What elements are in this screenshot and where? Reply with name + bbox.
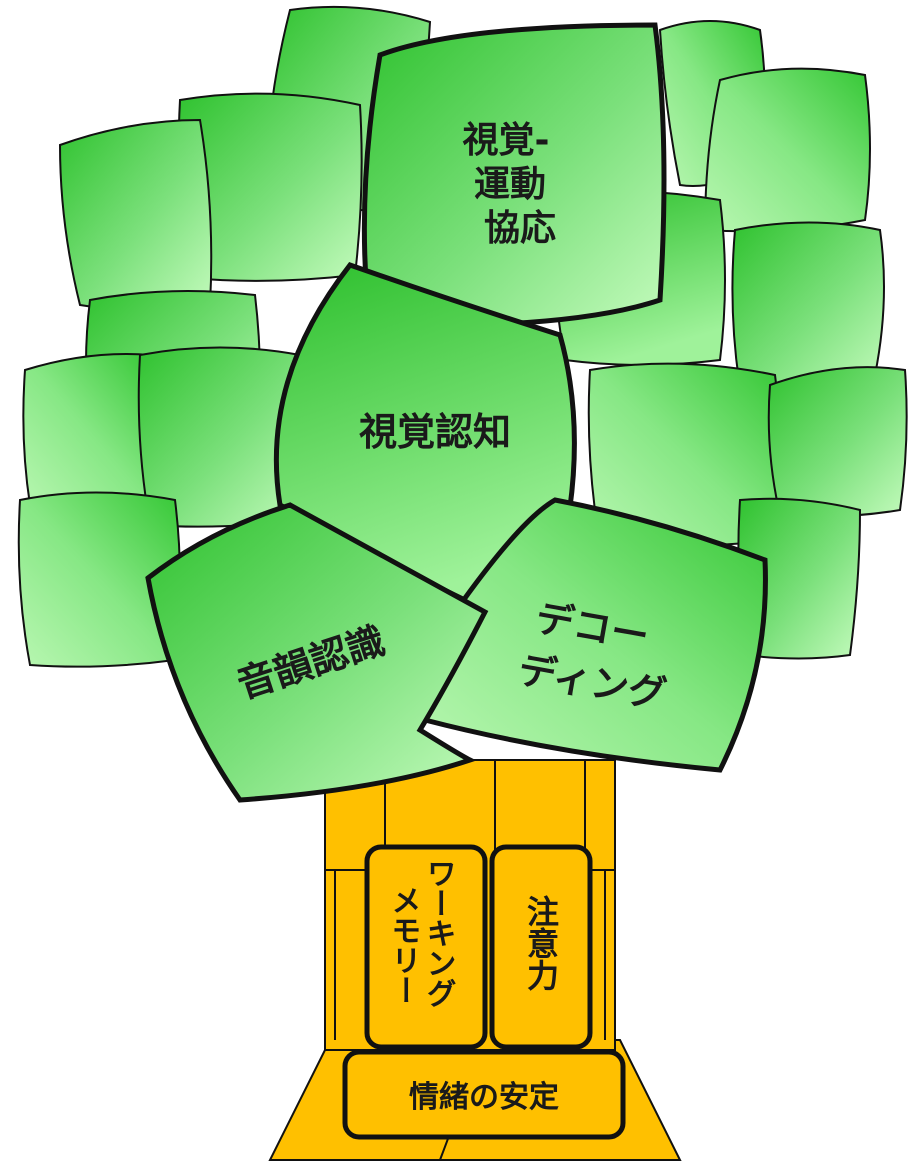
bg-leaf (22, 353, 156, 511)
visual-cognition-label: 視覚認知 (359, 410, 511, 454)
working-memory-line-1: ワーキング (421, 858, 456, 1008)
emotional-stability-label: 情緒の安定 (409, 1080, 559, 1115)
emotional-stability-block: 情緒の安定 (342, 1049, 626, 1140)
bg-leaf (731, 221, 885, 390)
bg-leaf (58, 118, 213, 311)
attention-block: 注意力 (489, 844, 593, 1050)
leaf-visual-cognition: 視覚認知 (273, 262, 577, 619)
working-memory-block: ワーキング メモリー (364, 844, 488, 1050)
visual-motor-line-3: 協応 (484, 208, 556, 249)
leaf-phonological: 音韻認識 (145, 502, 489, 803)
background-leaves (17, 5, 908, 668)
visual-motor-line-1: 視覚- (463, 120, 550, 161)
attention-label: 注意力 (522, 895, 560, 992)
working-memory-line-2: メモリー (386, 885, 421, 1005)
leaf-visual-motor: 視覚- 運動 協応 (361, 22, 667, 329)
bg-leaf (767, 366, 908, 518)
leaf-decoding: デコー ディング (421, 497, 768, 773)
bg-leaf (703, 67, 871, 233)
visual-motor-line-2: 運動 (474, 164, 546, 205)
